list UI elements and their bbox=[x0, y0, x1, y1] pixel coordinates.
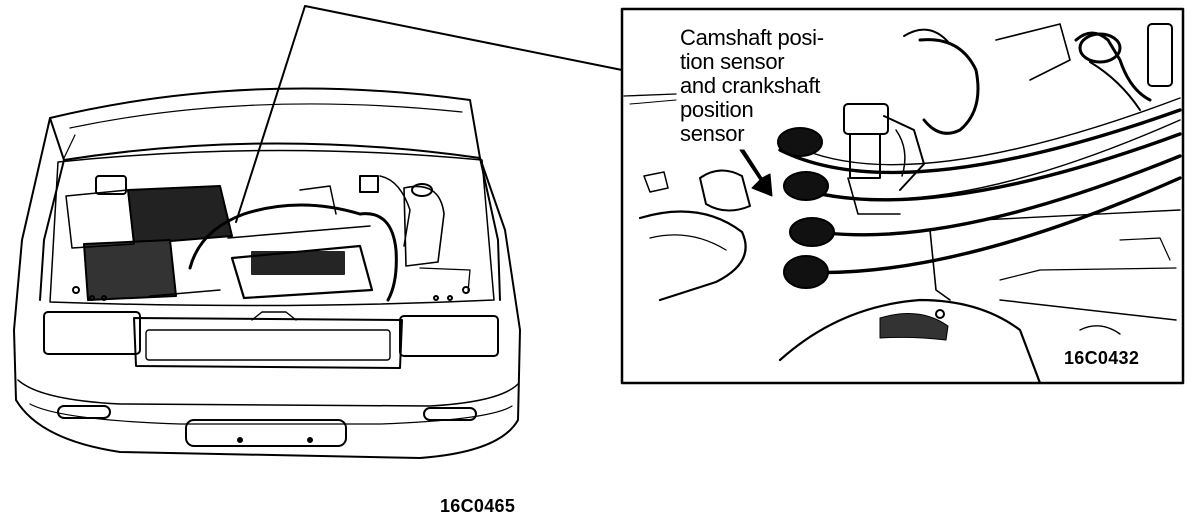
detail-inset bbox=[622, 9, 1183, 383]
callout-label: Camshaft posi- tion sensor and crankshaf… bbox=[680, 25, 824, 146]
detail-figure-code: 16C0432 bbox=[1064, 348, 1140, 368]
main-figure-code: 16C0465 bbox=[440, 496, 516, 516]
callout-leader-line bbox=[236, 6, 622, 222]
vehicle-front-view bbox=[14, 88, 520, 458]
